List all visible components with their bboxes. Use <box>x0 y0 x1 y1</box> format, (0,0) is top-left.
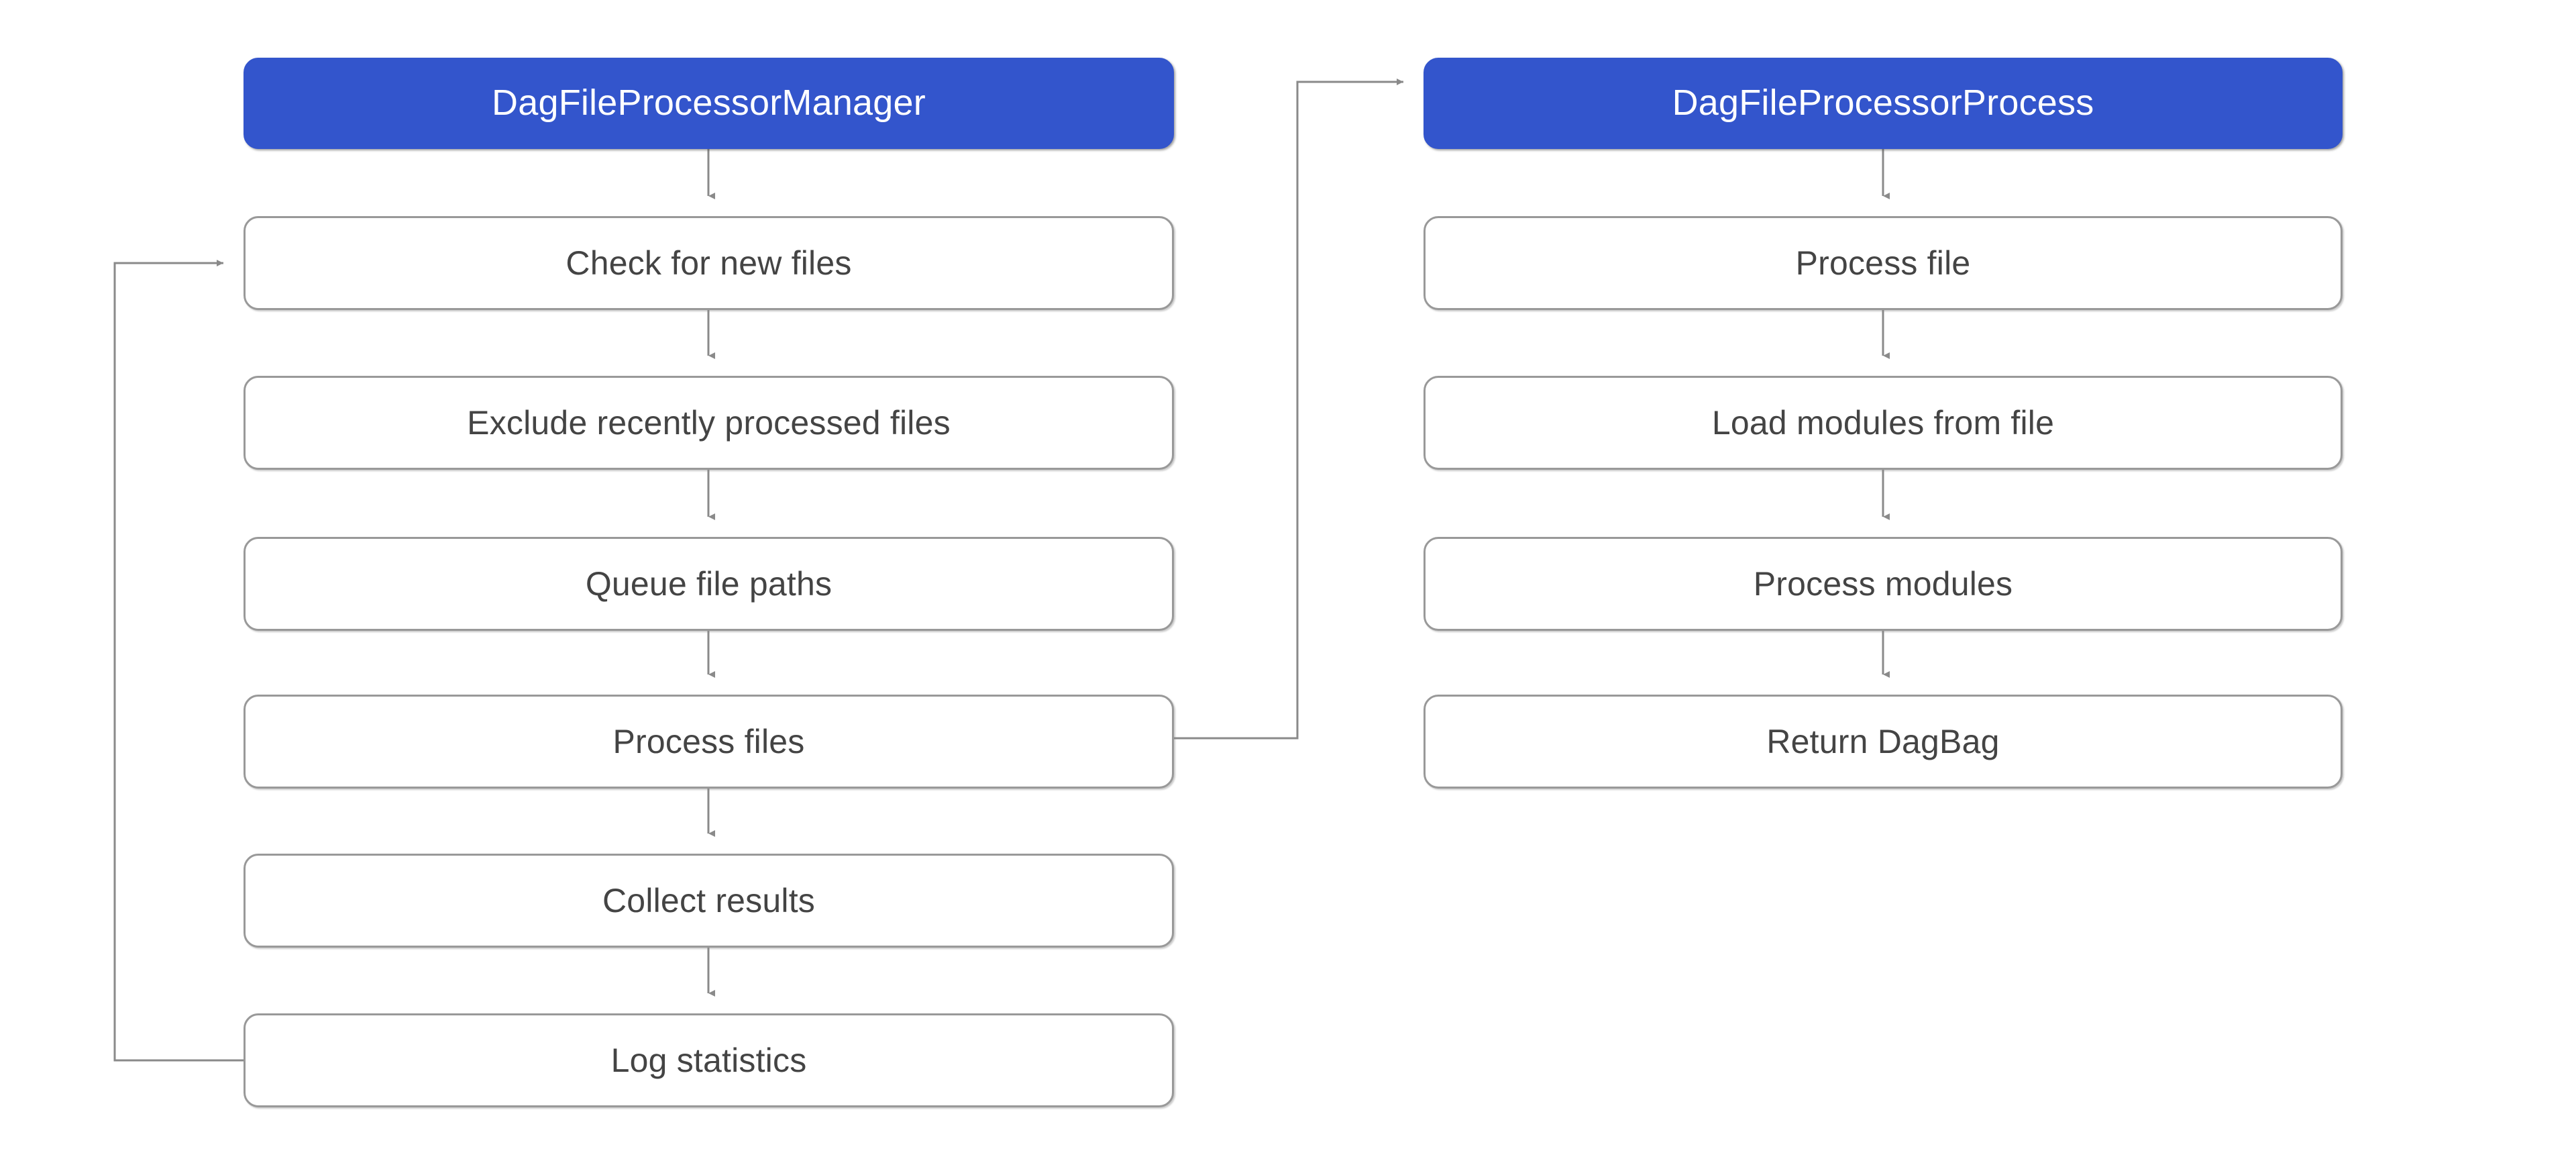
node-label: Collect results <box>602 881 815 919</box>
node-label: Exclude recently processed files <box>467 403 951 442</box>
node-process-files[interactable]: Process files <box>244 695 1174 789</box>
node-log-statistics[interactable]: Log statistics <box>244 1013 1174 1107</box>
node-load-modules-from-file[interactable]: Load modules from file <box>1424 376 2343 470</box>
node-label: Log statistics <box>610 1041 807 1079</box>
node-label: Check for new files <box>566 244 852 282</box>
node-dagfileprocessormanager[interactable]: DagFileProcessorManager <box>244 58 1174 149</box>
node-label: Process file <box>1795 244 1971 282</box>
node-return-dagbag[interactable]: Return DagBag <box>1424 695 2343 789</box>
node-label: Process modules <box>1753 564 2013 603</box>
node-label: DagFileProcessorProcess <box>1672 83 2094 123</box>
node-process-file[interactable]: Process file <box>1424 216 2343 310</box>
node-label: Process files <box>612 722 805 760</box>
node-process-modules[interactable]: Process modules <box>1424 537 2343 631</box>
node-queue-file-paths[interactable]: Queue file paths <box>244 537 1174 631</box>
node-collect-results[interactable]: Collect results <box>244 854 1174 948</box>
node-label: Queue file paths <box>585 564 833 603</box>
node-check-for-new-files[interactable]: Check for new files <box>244 216 1174 310</box>
node-label: DagFileProcessorManager <box>492 83 926 123</box>
edge-log-to-check-loopback <box>113 260 244 1062</box>
node-label: Return DagBag <box>1766 722 2000 760</box>
node-dagfileprocessorprocess[interactable]: DagFileProcessorProcess <box>1424 58 2343 149</box>
node-exclude-recently-processed-files[interactable]: Exclude recently processed files <box>244 376 1174 470</box>
edge-process-files-to-process-header <box>1174 79 1403 740</box>
node-label: Load modules from file <box>1711 403 2055 442</box>
